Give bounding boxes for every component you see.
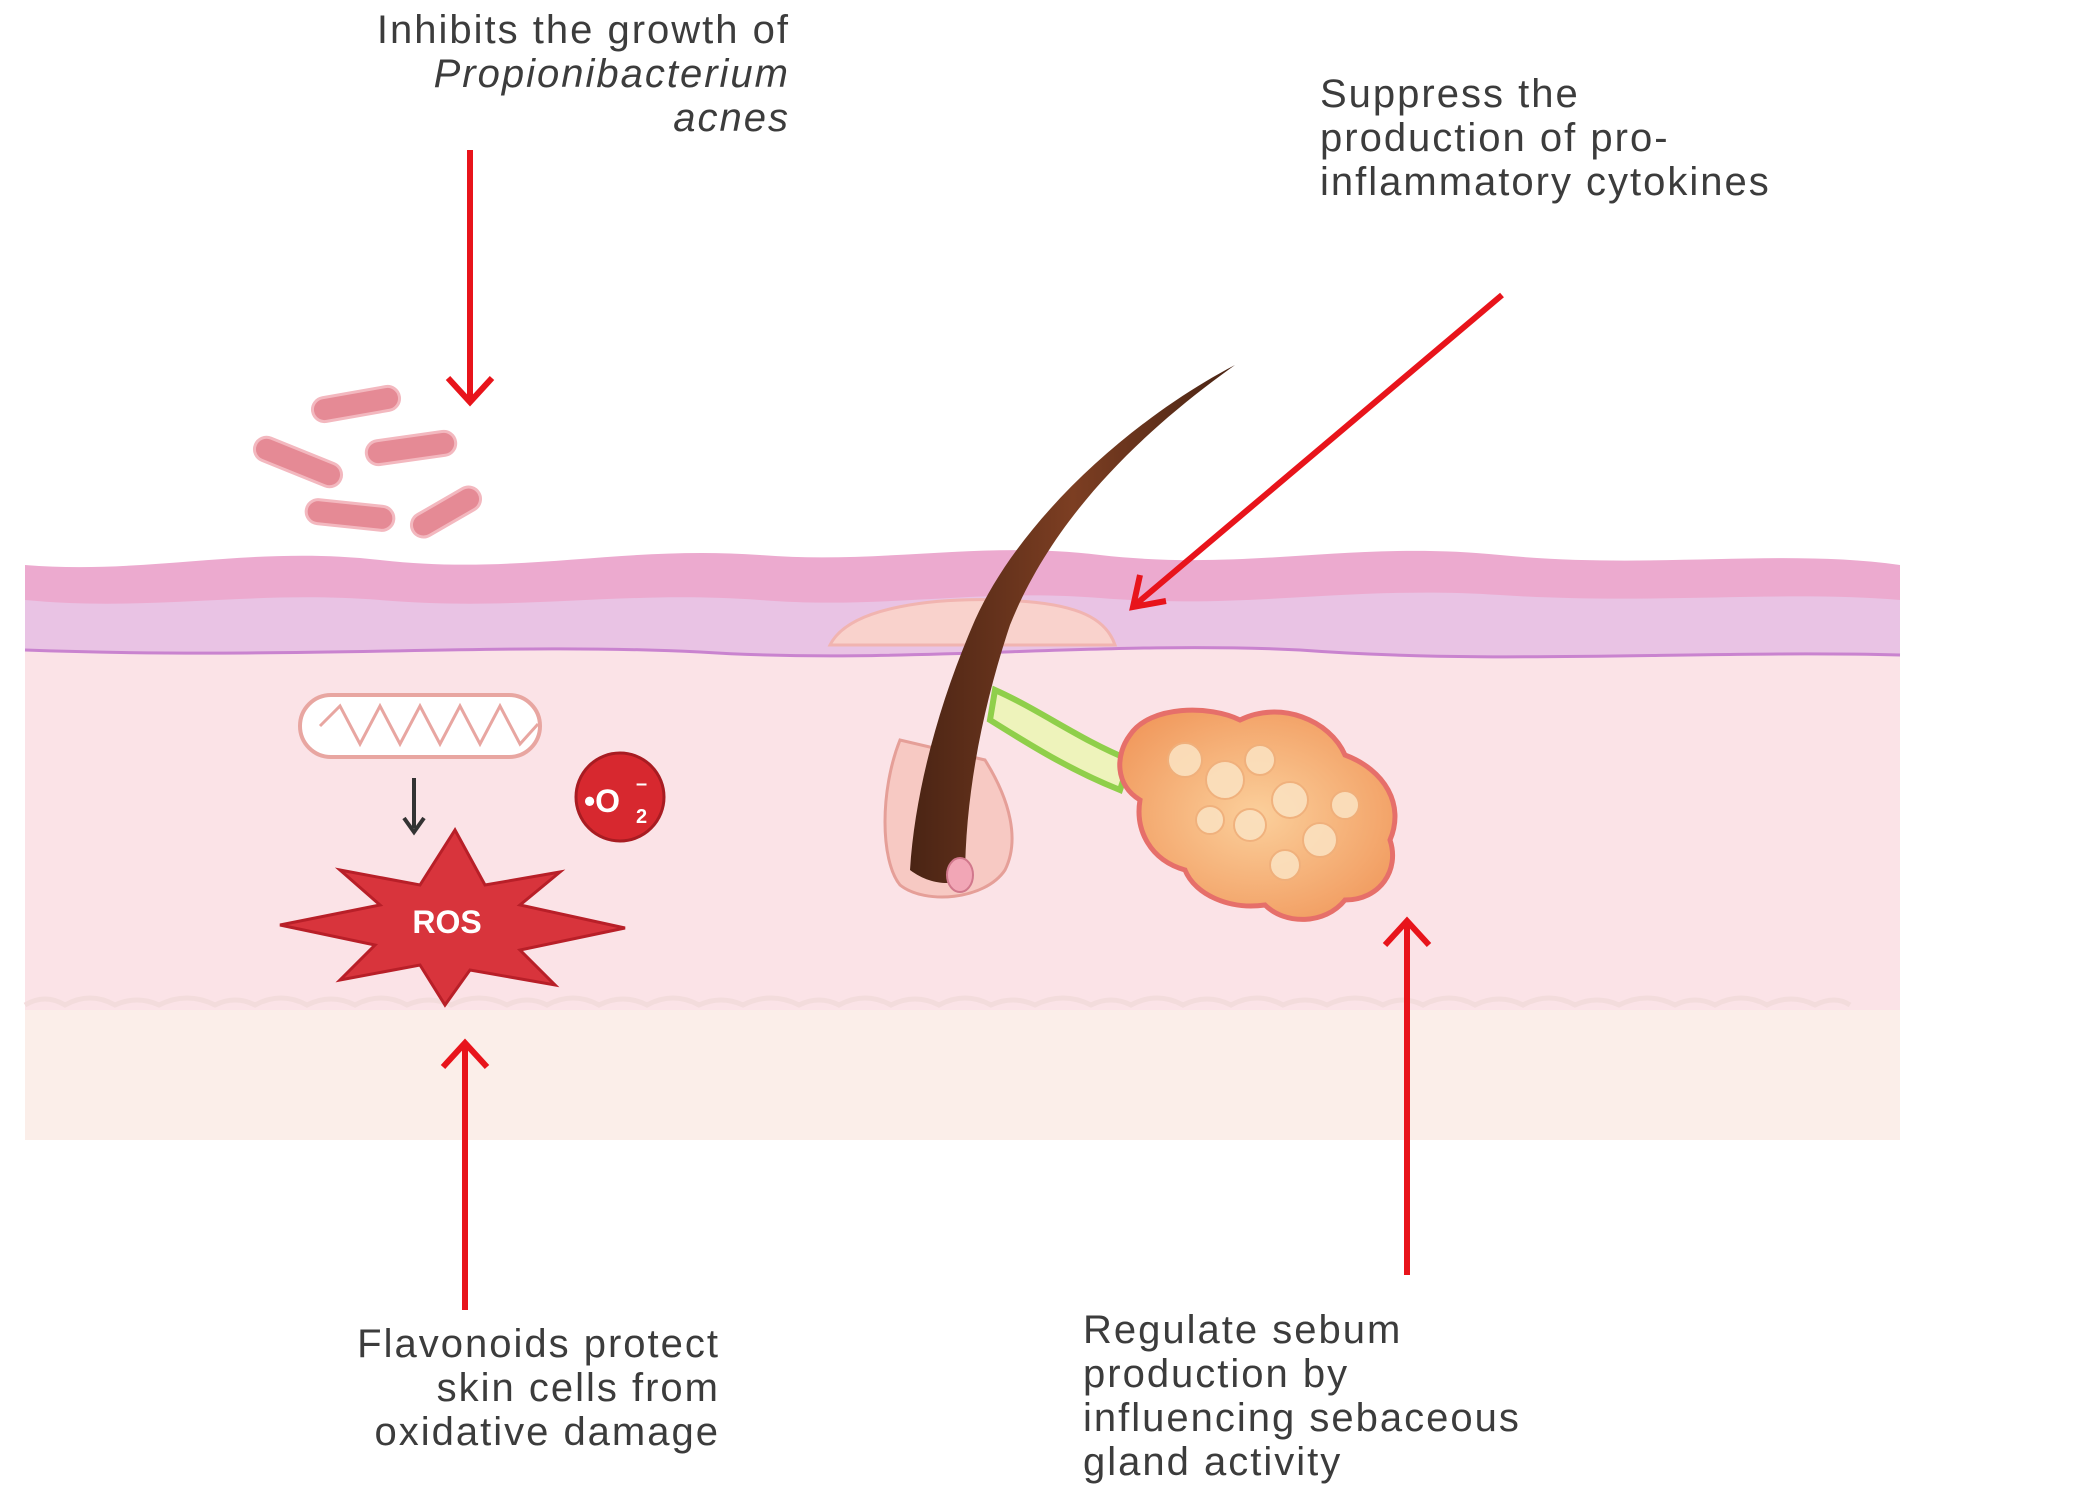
hair-papilla (946, 857, 974, 893)
label-inhibits-line2: Propionibacterium (433, 52, 790, 96)
label-regulate-line4: gland activity (1083, 1440, 1343, 1484)
superoxide-superscript: – (636, 773, 647, 795)
superoxide-base: •O (584, 783, 620, 819)
superoxide-subscript: 2 (636, 806, 647, 828)
label-inhibits-line1: Inhibits the growth of (376, 8, 790, 52)
label-suppress-line3: inflammatory cytokines (1320, 160, 1771, 204)
label-flavonoids-line1: Flavonoids protect (357, 1322, 720, 1366)
label-flavonoids: Flavonoids protect skin cells from oxida… (160, 1322, 720, 1454)
label-suppress: Suppress the production of pro- inflamma… (1320, 72, 2080, 204)
label-flavonoids-line3: oxidative damage (374, 1410, 720, 1454)
bacteria-icon (252, 384, 483, 539)
arrow-suppress (1133, 292, 1504, 608)
hair-shaft (910, 365, 1235, 883)
ros-burst-icon (279, 827, 626, 1008)
label-regulate-line2: production by (1083, 1352, 1350, 1396)
label-inhibits-line3: acnes (673, 96, 790, 140)
ros-label: ROS (412, 904, 481, 940)
hypodermis-border (23, 995, 1852, 1008)
label-suppress-line1: Suppress the (1320, 72, 1580, 116)
annotation-arrows (440, 150, 1504, 1310)
label-flavonoids-line2: skin cells from (436, 1366, 720, 1410)
label-suppress-line2: production of pro- (1320, 116, 1670, 160)
label-regulate: Regulate sebum production by influencing… (1083, 1308, 1763, 1484)
label-regulate-line1: Regulate sebum (1083, 1308, 1403, 1352)
stratum-corneum (25, 550, 1900, 604)
label-regulate-line3: influencing sebaceous (1083, 1396, 1521, 1440)
sebaceous-duct (986, 685, 1134, 794)
superoxide-icon: •O 2 – (574, 751, 666, 843)
mitochondrion-icon (298, 693, 542, 759)
label-inhibits: Inhibits the growth of Propionibacterium… (190, 8, 790, 140)
gland-cells (1167, 742, 1360, 881)
hypodermis-layer (25, 990, 1900, 1140)
